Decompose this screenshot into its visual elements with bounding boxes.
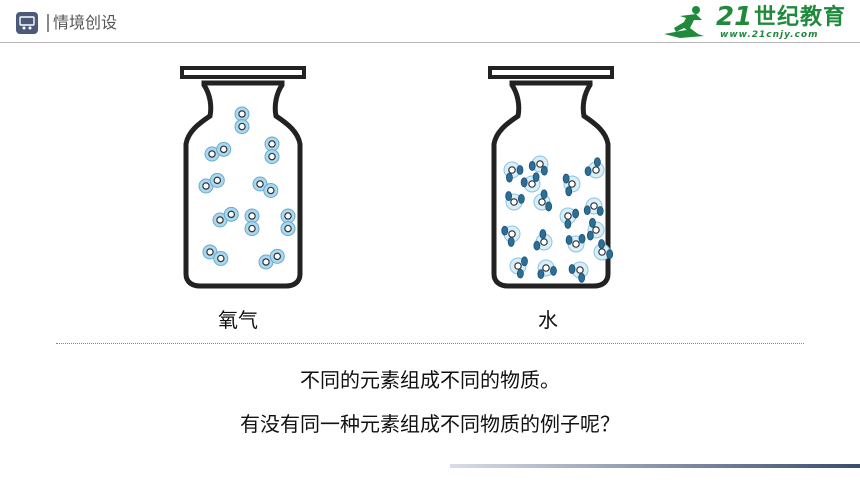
h2o-molecule xyxy=(562,173,581,197)
o2-molecule xyxy=(234,106,250,135)
oxygen-molecules xyxy=(198,106,296,270)
h2o-molecule xyxy=(509,256,528,279)
h2o-molecule xyxy=(584,157,605,179)
site-logo[interactable]: 21 世纪教育 www.21cnjy.com xyxy=(660,2,856,42)
h2o-molecule xyxy=(565,233,586,253)
o2-molecule xyxy=(252,176,279,198)
h2o-molecule xyxy=(501,225,521,247)
runner-icon xyxy=(664,6,704,38)
header-bar: 情境创设 21 世纪教育 www.21cnjy.com xyxy=(0,0,860,44)
water-jar-illustration xyxy=(488,66,614,289)
logo-number: 21 xyxy=(716,2,753,32)
h2o-molecule xyxy=(528,155,549,176)
logo-url: www.21cnjy.com xyxy=(720,30,819,40)
h2o-molecule xyxy=(503,161,524,183)
o2-molecule xyxy=(244,208,260,237)
h2o-molecule xyxy=(533,229,553,251)
o2-molecule xyxy=(264,136,280,165)
statement-text: 不同的元素组成不同的物质。 xyxy=(300,368,560,392)
water-molecules xyxy=(501,155,614,283)
h2o-molecule xyxy=(568,261,589,283)
question-text: 有没有同一种元素组成不同物质的例子呢？ xyxy=(240,412,620,436)
dotted-divider xyxy=(56,343,804,344)
oxygen-label: 氧气 xyxy=(218,308,258,332)
h2o-molecule xyxy=(586,217,605,241)
section-title: 情境创设 xyxy=(53,13,118,32)
oxygen-jar-illustration xyxy=(180,66,306,289)
h2o-molecule xyxy=(593,239,614,261)
h2o-molecule xyxy=(583,197,604,216)
o2-molecule xyxy=(280,208,296,237)
o2-molecule xyxy=(204,141,232,162)
header-divider xyxy=(47,14,49,32)
o2-molecule xyxy=(212,206,239,228)
h2o-molecule xyxy=(537,259,557,280)
logo-brand: 世纪教育 xyxy=(754,5,847,30)
h2o-molecule xyxy=(559,207,580,229)
water-label: 水 xyxy=(538,308,558,332)
h2o-molecule xyxy=(520,172,541,193)
o2-molecule xyxy=(198,172,225,194)
presentation-icon xyxy=(16,12,38,34)
o2-molecule xyxy=(258,248,285,270)
footer-accent-bar xyxy=(450,464,860,468)
o2-molecule xyxy=(202,244,229,266)
header-underline xyxy=(0,42,860,43)
h2o-molecule xyxy=(533,189,553,212)
h2o-molecule xyxy=(505,191,525,211)
